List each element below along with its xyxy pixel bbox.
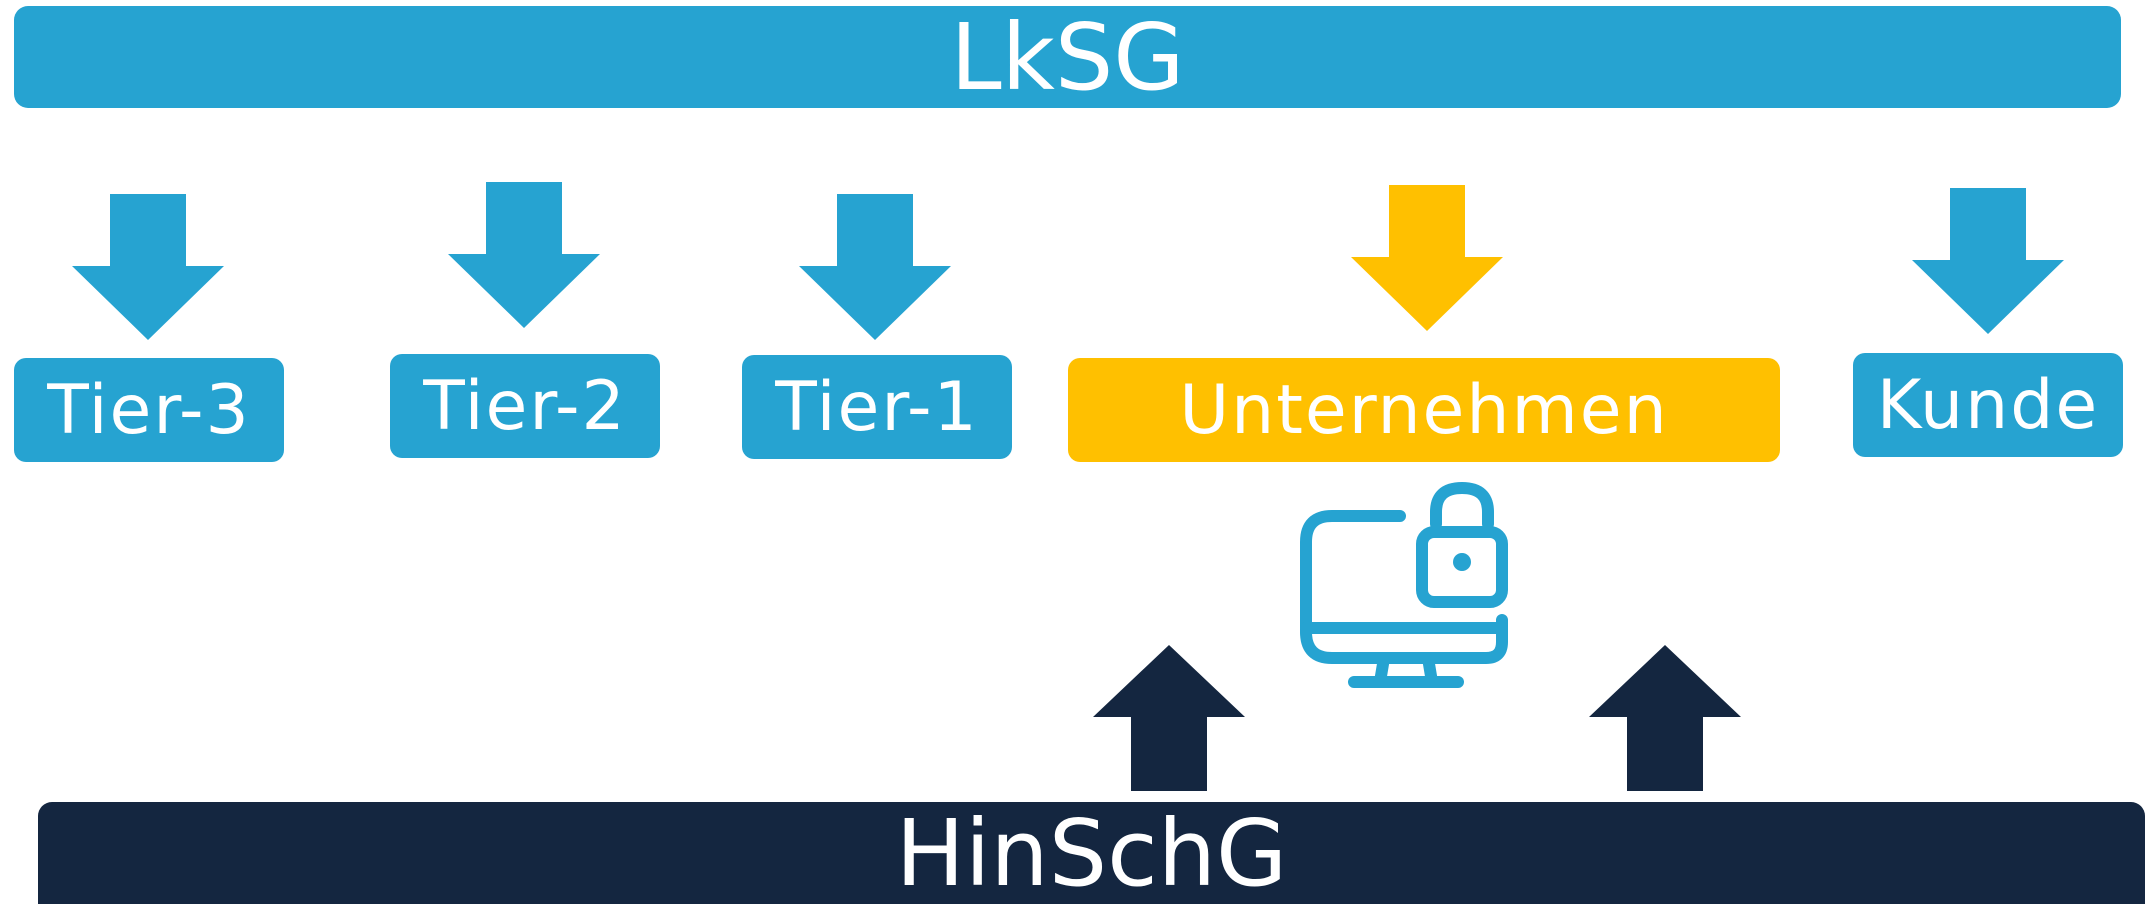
lksg-label: LkSG	[950, 3, 1185, 111]
arrow-up-icon	[1589, 645, 1741, 791]
arrow-down-icon	[799, 194, 951, 340]
tier-3-box: Tier-3	[14, 358, 284, 462]
tier-2-label: Tier-2	[423, 366, 627, 446]
locked-computer-icon	[1300, 482, 1508, 688]
kunde-box: Kunde	[1853, 353, 2123, 457]
tier-1-box: Tier-1	[742, 355, 1012, 459]
arrow-down-icon	[1351, 185, 1503, 331]
hinschg-label: HinSchG	[895, 799, 1288, 907]
tier-2-box: Tier-2	[390, 354, 660, 458]
kunde-label: Kunde	[1876, 365, 2100, 445]
hinschg-bar: HinSchG	[38, 799, 2145, 907]
unternehmen-box: Unternehmen	[1068, 358, 1780, 462]
tier-3-label: Tier-3	[47, 370, 251, 450]
arrow-up-icon	[1093, 645, 1245, 791]
arrow-down-icon	[1912, 188, 2064, 334]
tier-1-label: Tier-1	[775, 367, 979, 447]
lksg-bar: LkSG	[14, 3, 2121, 111]
unternehmen-label: Unternehmen	[1179, 370, 1669, 450]
arrow-down-icon	[448, 182, 600, 328]
arrow-down-icon	[72, 194, 224, 340]
